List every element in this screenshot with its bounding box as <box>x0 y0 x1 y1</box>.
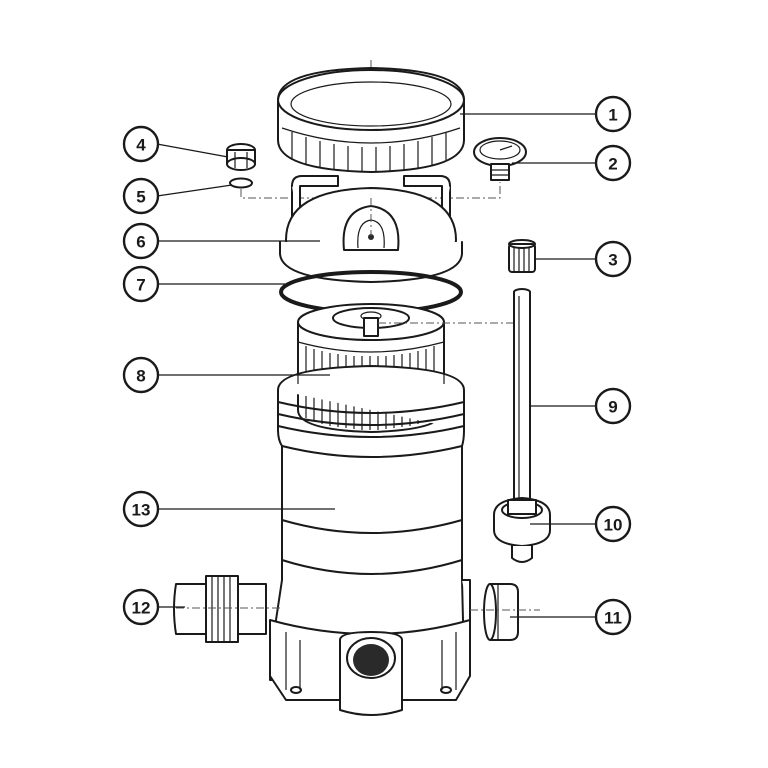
callout-3-label: 3 <box>608 251 617 270</box>
part-inlet-union <box>173 575 280 643</box>
callout-8-label: 8 <box>136 367 145 386</box>
callout-12-label: 12 <box>132 599 151 618</box>
callout-11-label: 11 <box>604 609 622 628</box>
assembly-path-line <box>240 182 501 199</box>
callout-4: 4 <box>122 125 160 163</box>
part-small-fitting <box>508 239 536 273</box>
callout-8: 8 <box>122 356 160 394</box>
part-lock-ring <box>277 67 465 173</box>
part-tube-fitting <box>493 497 551 563</box>
callout-2: 2 <box>594 144 632 182</box>
callout-13: 13 <box>122 490 160 528</box>
callout-3: 3 <box>594 240 632 278</box>
callout-4-label: 4 <box>136 136 146 155</box>
part-filter-lid <box>279 175 463 283</box>
part-outlet-union <box>470 583 540 641</box>
part-bleed-plug <box>226 143 256 171</box>
callout-6-label: 6 <box>136 233 145 252</box>
callout-10: 10 <box>594 505 632 543</box>
callout-2-label: 2 <box>608 155 617 174</box>
callout-1: 1 <box>594 95 632 133</box>
leader-lines <box>156 113 596 618</box>
callout-9: 9 <box>594 387 632 425</box>
callout-13-label: 13 <box>132 501 151 520</box>
part-small-o-ring <box>229 177 253 189</box>
callout-5-label: 5 <box>136 188 145 207</box>
callout-9-label: 9 <box>608 398 617 417</box>
callout-1-label: 1 <box>608 106 617 125</box>
callout-10-label: 10 <box>604 516 623 535</box>
callout-7-label: 7 <box>136 276 145 295</box>
part-bleed-tube <box>513 288 531 501</box>
part-filter-tank <box>269 365 471 716</box>
callout-7: 7 <box>122 265 160 303</box>
part-pressure-gauge <box>473 137 527 181</box>
callout-6: 6 <box>122 222 160 260</box>
callout-12: 12 <box>122 588 160 626</box>
callout-11: 11 <box>594 598 632 636</box>
callout-5: 5 <box>122 177 160 215</box>
